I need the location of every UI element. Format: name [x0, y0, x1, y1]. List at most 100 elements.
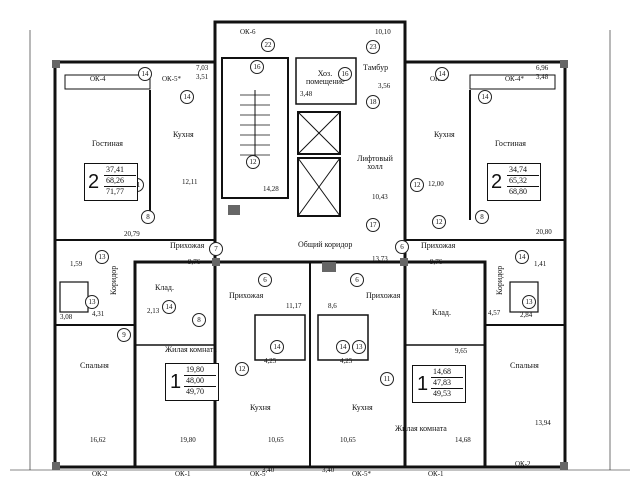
room-label: Кухня [434, 130, 455, 139]
room-marker: 8 [475, 210, 489, 224]
window-tag: ОК-6 [240, 28, 256, 36]
room-marker: 14 [435, 67, 449, 81]
room-marker: 18 [366, 95, 380, 109]
area-value: 9,76 [188, 258, 201, 266]
area-value: 3,56 [378, 82, 391, 90]
area-value: 9,76 [430, 258, 443, 266]
room-label: Коридор [109, 265, 118, 295]
room-marker: 12 [410, 178, 424, 192]
column [560, 462, 568, 470]
room-label: Кухня [250, 403, 271, 412]
room-label: Прихожая [170, 241, 205, 250]
area-value: 3,08 [60, 313, 73, 321]
window-tag: ОК-5 [250, 470, 266, 478]
area-value: 4,25 [340, 357, 353, 365]
room-marker: 14 [515, 250, 529, 264]
bathroom-right [317, 314, 369, 361]
apartment-rooms: 2 [491, 171, 503, 193]
area-value: 1,59 [70, 260, 83, 268]
area-value: 10,65 [340, 436, 356, 444]
apartment-area: 68,26 [104, 176, 136, 187]
bath-small-right [509, 281, 539, 313]
lift-cross [297, 157, 341, 217]
room-marker: 6 [350, 273, 364, 287]
area-value: 3,48 [536, 73, 549, 81]
room-label: Клад. [155, 283, 174, 292]
area-value: 10,10 [375, 28, 391, 36]
room-label: Жилая комната [165, 345, 217, 354]
area-value: 14,28 [263, 185, 279, 193]
lift-shaft-1 [297, 111, 341, 155]
room-marker: 13 [85, 295, 99, 309]
room-marker: 9 [117, 328, 131, 342]
balcony-right [469, 74, 556, 90]
room-label: Коридор [495, 265, 504, 295]
room-marker: 12 [235, 362, 249, 376]
column [322, 262, 336, 272]
room-marker: 12 [432, 215, 446, 229]
apartment-area: 71,77 [106, 187, 124, 196]
area-value: 9,65 [455, 347, 468, 355]
room-label: Кухня [352, 403, 373, 412]
apartment-area: 65,32 [507, 176, 539, 187]
column [212, 258, 220, 266]
room-marker: 13 [352, 340, 366, 354]
room-label: Лифтовый холл [357, 154, 393, 171]
column [52, 462, 60, 470]
room-marker: 16 [338, 67, 352, 81]
area-value: 16,62 [90, 436, 106, 444]
room-marker: 14 [180, 90, 194, 104]
room-label: Клад. [432, 308, 451, 317]
room-label: Прихожая [421, 241, 456, 250]
room-label: Прихожая [229, 291, 264, 300]
area-value: 11,17 [286, 302, 302, 310]
column [52, 60, 60, 68]
window-tag: ОК-1 [428, 470, 444, 478]
area-value: 12,11 [182, 178, 198, 186]
area-value: 4,31 [92, 310, 105, 318]
window-tag: ОК-4 [90, 75, 106, 83]
apartment-area: 34,74 [507, 165, 539, 176]
area-value: 6,96 [536, 64, 549, 72]
window-tag: ОК-5* [162, 75, 182, 83]
apartment-area: 19,80 [184, 365, 216, 376]
room-label: Гостиная [92, 139, 123, 148]
apartment-area: 49,53 [433, 389, 451, 398]
room-label: Кухня [173, 130, 194, 139]
area-value: 20,79 [124, 230, 140, 238]
room-marker: 7 [209, 242, 223, 256]
area-value: 13,73 [372, 255, 388, 263]
room-marker: 13 [522, 295, 536, 309]
area-value: 10,43 [372, 193, 388, 201]
room-label: Общий коридор [298, 240, 353, 249]
room-label: Жилая комната [395, 424, 447, 433]
room-marker: 6 [395, 240, 409, 254]
area-value: 7,03 [196, 64, 209, 72]
room-label: Спальня [80, 361, 109, 370]
apartment-area: 47,83 [431, 378, 463, 389]
area-value: 2,13 [147, 307, 160, 315]
room-label: Тамбур [363, 63, 389, 72]
room-marker: 22 [261, 38, 275, 52]
room-marker: 12 [246, 155, 260, 169]
column [560, 60, 568, 68]
window-tag: ОК-2 [92, 470, 108, 478]
apartment-rooms: 2 [88, 171, 100, 193]
room-marker: 8 [141, 210, 155, 224]
area-value: 3,40 [262, 466, 275, 474]
lift-cross [297, 111, 341, 155]
apartment-area: 14,68 [431, 367, 463, 378]
room-marker: 17 [366, 218, 380, 232]
room-marker: 14 [336, 340, 350, 354]
area-value: 3,48 [300, 90, 313, 98]
column [228, 205, 240, 215]
room-marker: 23 [366, 40, 380, 54]
bathroom-left [254, 314, 306, 361]
room-label: Гостиная [495, 139, 526, 148]
room-marker: 16 [250, 60, 264, 74]
area-value: 13,94 [535, 419, 551, 427]
window-tag: ОК-1 [175, 470, 191, 478]
area-value: 8,6 [328, 302, 337, 310]
stair-cell [221, 57, 289, 199]
apartment-area: 49,70 [186, 387, 204, 396]
